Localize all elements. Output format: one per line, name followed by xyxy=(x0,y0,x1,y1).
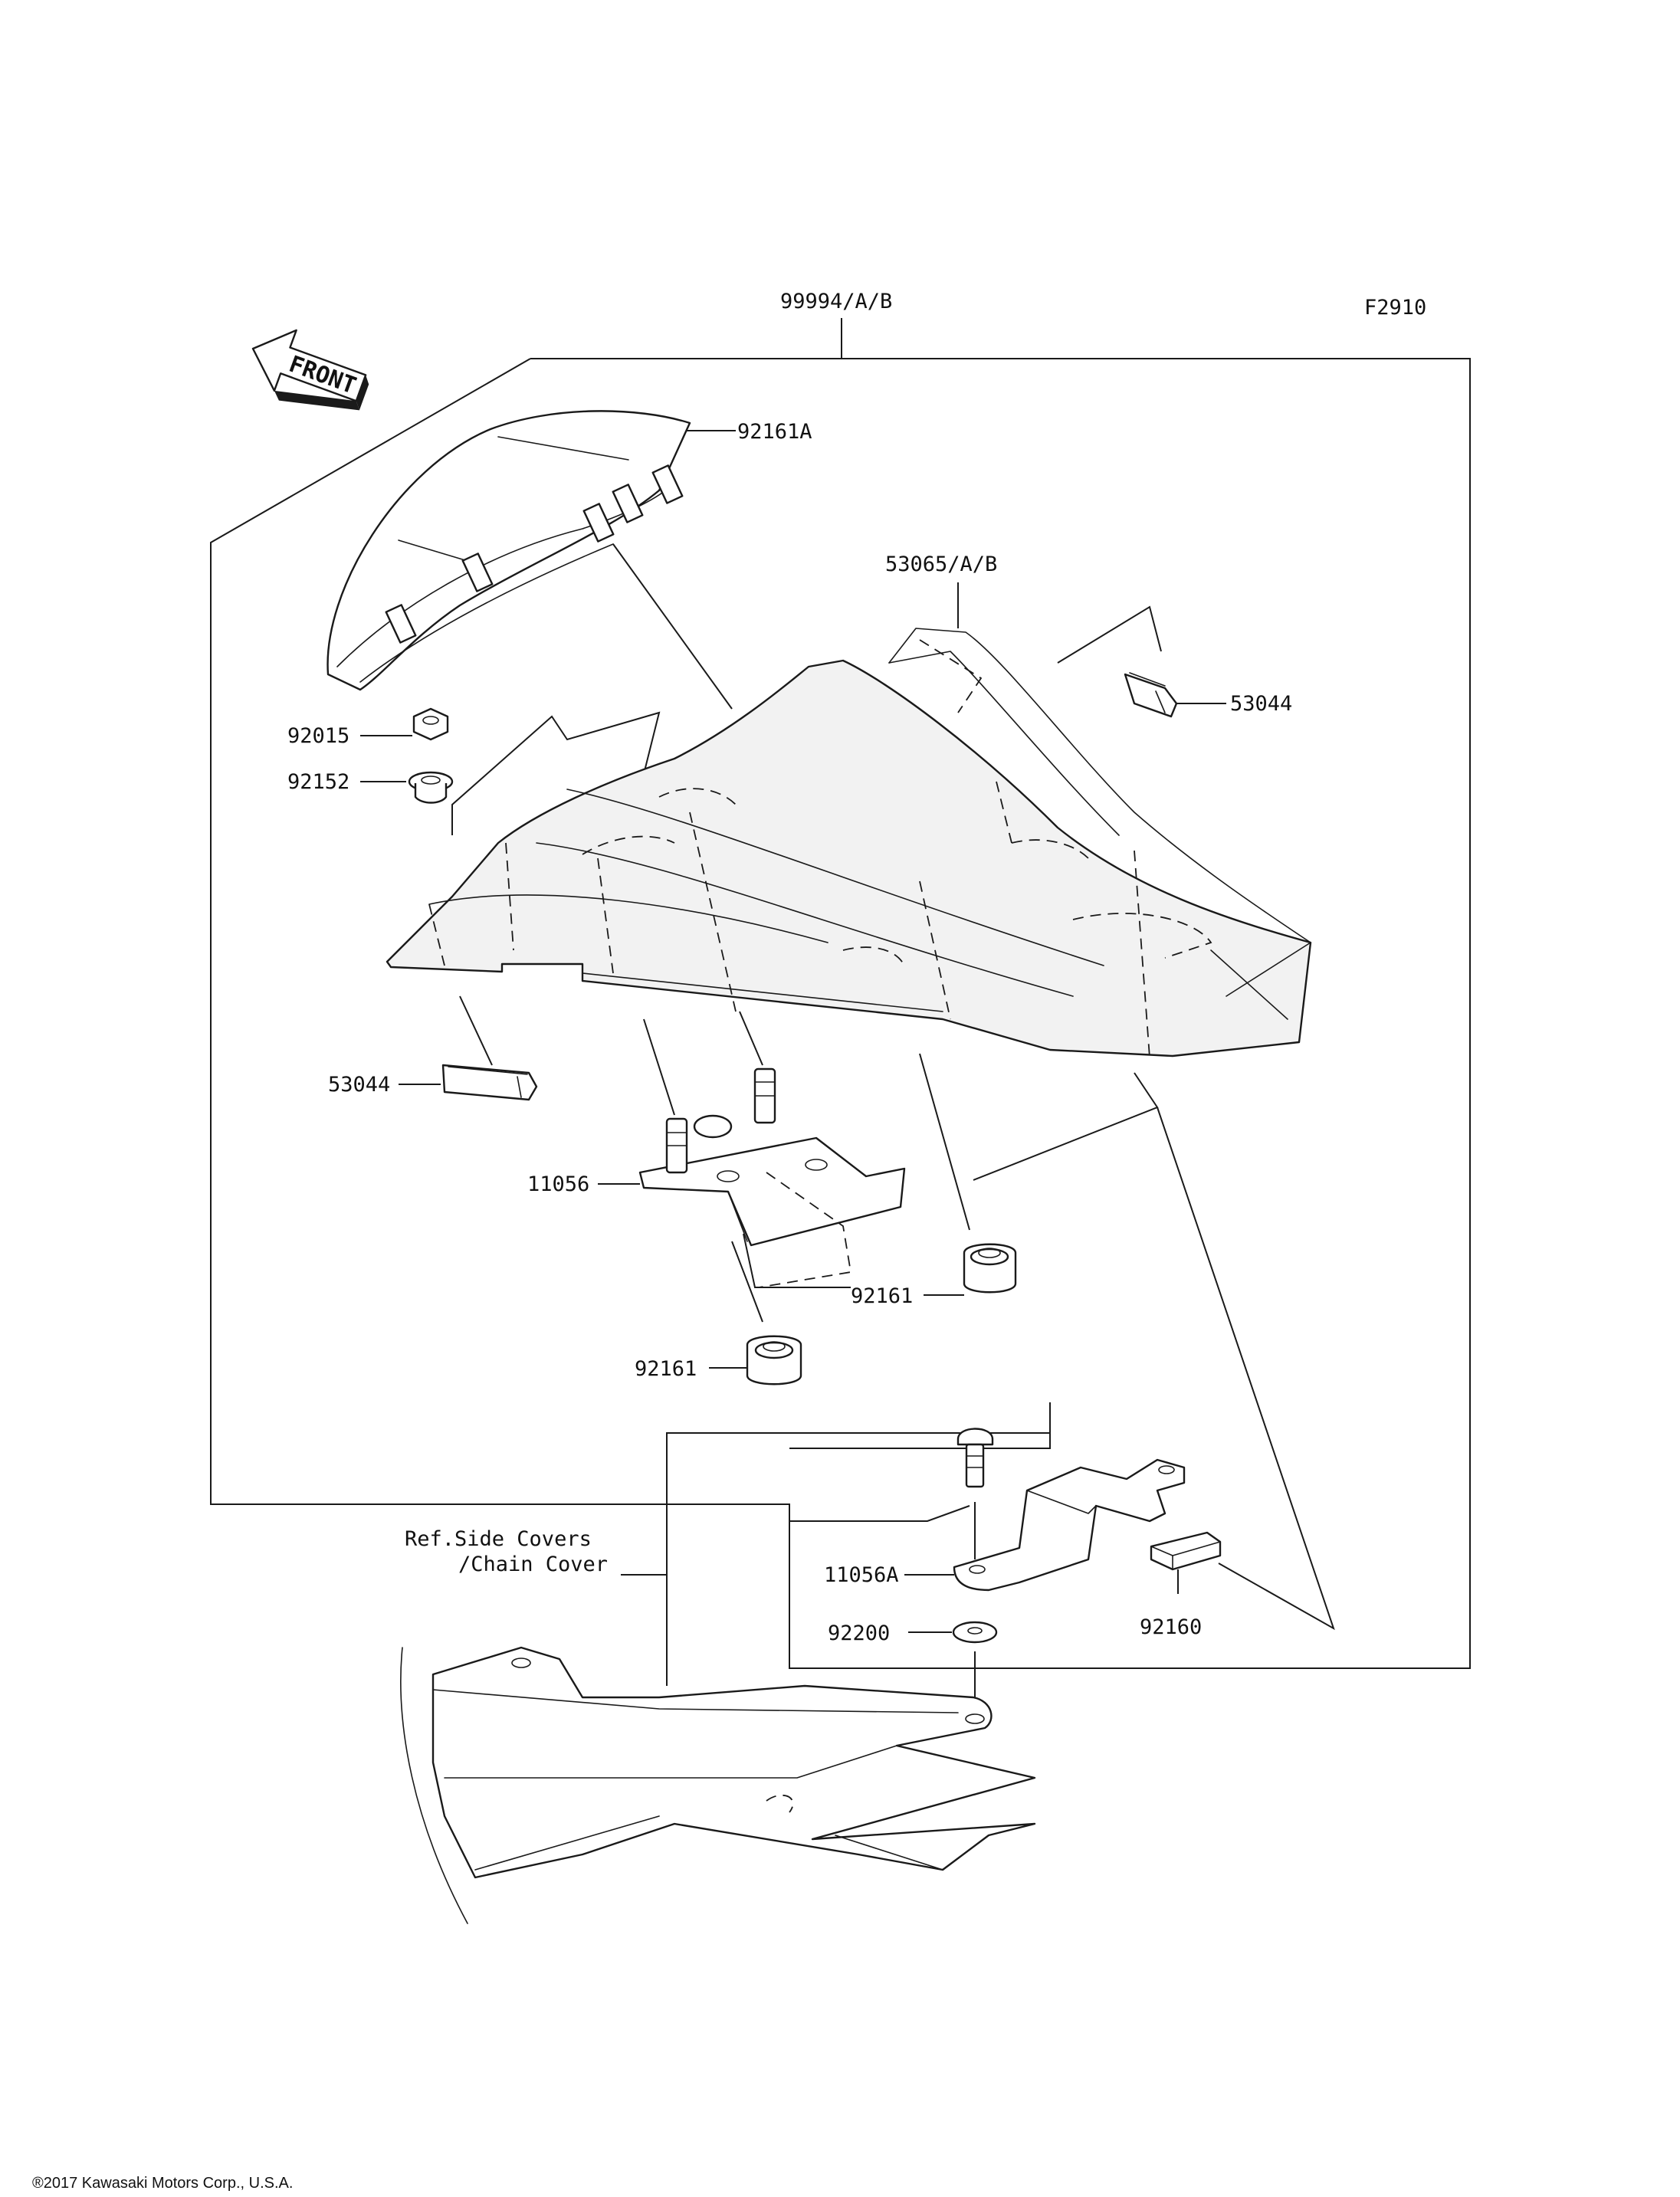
bracket: 11056 xyxy=(527,1136,906,1288)
diagram-code: F2910 xyxy=(1364,296,1426,320)
collar: 92152 xyxy=(287,770,454,804)
label-damper-left: 92161 xyxy=(635,1357,697,1381)
washer: 92200 xyxy=(828,1621,998,1705)
label-clip-left: 53044 xyxy=(328,1073,390,1097)
studs xyxy=(643,1011,776,1174)
damper-right: 92161 xyxy=(851,1053,1017,1308)
copyright: ®2017 Kawasaki Motors Corp., U.S.A. xyxy=(32,2175,293,2192)
ref-note-line2: /Chain Cover xyxy=(458,1553,608,1576)
clip-left: 53044 xyxy=(328,995,538,1101)
nut: 92015 xyxy=(287,707,449,748)
clip-right: 53044 xyxy=(1124,672,1292,718)
label-lower-bracket: 11056A xyxy=(824,1563,899,1587)
side-cover xyxy=(400,1646,1036,1924)
label-collar: 92152 xyxy=(287,770,349,794)
label-washer: 92200 xyxy=(828,1622,890,1645)
ref-note-line1: Ref.Side Covers xyxy=(405,1527,592,1551)
label-seat-cover: 53065/A/B xyxy=(885,553,997,576)
pad: 92160 xyxy=(1140,1107,1335,1639)
reference-note: Ref.Side Covers /Chain Cover xyxy=(405,1402,1051,1686)
label-damper-right: 92161 xyxy=(851,1284,913,1308)
bolt xyxy=(956,1428,994,1559)
label-kit: 99994/A/B xyxy=(780,290,892,313)
lower-bracket: 11056A xyxy=(789,1458,1186,1668)
label-bracket: 11056 xyxy=(527,1172,589,1196)
front-arrow-text: FRONT xyxy=(285,351,359,400)
damper-left: 92161 xyxy=(635,1241,802,1385)
label-clip-right: 53044 xyxy=(1230,692,1292,716)
seat-pad: 92161A xyxy=(326,410,812,710)
label-seat-pad: 92161A xyxy=(737,420,812,444)
label-pad: 92160 xyxy=(1140,1615,1202,1639)
seat-cover: 53065/A/B xyxy=(386,553,1312,1181)
label-nut: 92015 xyxy=(287,724,349,748)
front-arrow-icon: FRONT xyxy=(251,329,369,411)
